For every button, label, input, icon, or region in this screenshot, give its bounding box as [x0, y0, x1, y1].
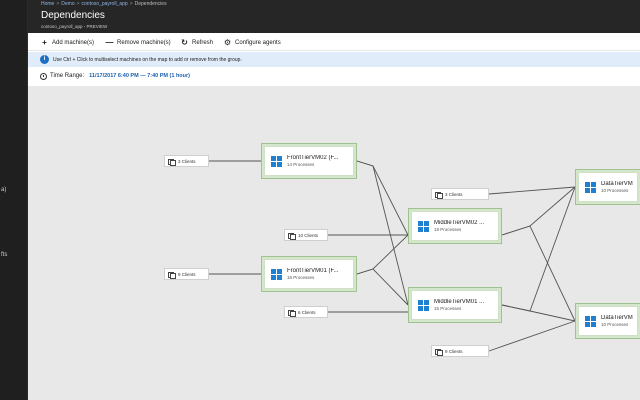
- refresh-label: Refresh: [192, 39, 214, 46]
- process-count: 18 Processes: [434, 227, 462, 232]
- machine-name: FrontTierVM02 (F...: [287, 155, 339, 161]
- time-range: Time Range: 11/17/2017 6:40 PM — 7:40 PM…: [28, 70, 640, 82]
- process-count: 15 Processes: [434, 306, 462, 311]
- clients-badge[interactable]: 9 Clients: [431, 345, 489, 357]
- machine-node-body: DataTierVM 10 Processes: [578, 172, 638, 202]
- clients-icon: [288, 232, 296, 240]
- windows-icon: [585, 181, 596, 193]
- clients-badge[interactable]: 9 Clients: [164, 268, 209, 280]
- breadcrumb-item[interactable]: Demo: [61, 1, 75, 7]
- breadcrumb-separator: >: [76, 1, 80, 7]
- machine-name: DataTierVM: [601, 315, 633, 321]
- configure-agents-button[interactable]: ⚙ Configure agents: [223, 37, 281, 48]
- add-machines-button[interactable]: + Add machine(s): [40, 37, 94, 48]
- machine-node-body: FrontTierVM01 (F... 15 Processes: [264, 259, 354, 289]
- machine-node-frontier-vm01[interactable]: FrontTierVM01 (F... 15 Processes: [261, 256, 357, 292]
- clock-icon: [40, 72, 47, 80]
- refresh-icon: ↻: [181, 38, 188, 47]
- machine-node-datatier-vm-upper[interactable]: DataTierVM 10 Processes: [575, 169, 640, 205]
- machine-node-middletier-vm01[interactable]: MiddleTierVM01 ... 15 Processes: [408, 287, 502, 323]
- configure-agents-label: Configure agents: [235, 39, 281, 46]
- dependency-map[interactable]: 3 Clients 10 Clients 9 Clients 6 Clients…: [28, 86, 640, 400]
- process-count: 14 Processes: [287, 162, 315, 167]
- clients-count: 6 Clients: [298, 309, 316, 315]
- refresh-button[interactable]: ↻ Refresh: [180, 37, 213, 48]
- left-nav-fragment[interactable]: fts: [1, 252, 8, 258]
- machine-node-datatier-vm-lower[interactable]: DataTierVM 10 Processes: [575, 303, 640, 339]
- machine-node-body: DataTierVM 10 Processes: [578, 306, 638, 336]
- machine-node-frontier-vm02[interactable]: FrontTierVM02 (F... 14 Processes: [261, 143, 357, 179]
- minus-icon: —: [105, 38, 114, 47]
- time-range-picker[interactable]: 11/17/2017 6:40 PM — 7:40 PM (1 hour): [89, 73, 191, 79]
- windows-icon: [271, 155, 282, 167]
- breadcrumb-item[interactable]: contoso_payroll_app: [81, 1, 128, 7]
- plus-icon: +: [42, 38, 47, 47]
- breadcrumb-separator: >: [56, 1, 60, 7]
- machine-name: FrontTierVM01 (F...: [287, 268, 339, 274]
- clients-count: 10 Clients: [298, 232, 319, 238]
- clients-badge[interactable]: 6 Clients: [284, 306, 328, 318]
- breadcrumb: Home>Demo>contoso_payroll_app>Dependenci…: [41, 1, 167, 7]
- process-count: 10 Processes: [601, 188, 629, 193]
- machine-node-body: MiddleTierVM01 ... 15 Processes: [411, 290, 499, 320]
- machine-node-body: FrontTierVM02 (F... 14 Processes: [264, 146, 354, 176]
- clients-icon: [288, 309, 296, 317]
- info-icon: i: [40, 55, 49, 64]
- machine-node-body: MiddleTierVM02 ... 18 Processes: [411, 211, 499, 241]
- windows-icon: [418, 220, 429, 232]
- machine-name: DataTierVM: [601, 181, 633, 187]
- remove-machines-button[interactable]: — Remove machine(s): [105, 37, 171, 48]
- clients-badge[interactable]: 3 Clients: [164, 155, 209, 167]
- page-subtitle: contoso_payroll_app - PREVIEW: [41, 24, 108, 29]
- machine-name: MiddleTierVM02 ...: [434, 220, 485, 226]
- clients-count: 9 Clients: [178, 271, 196, 277]
- breadcrumb-separator: >: [129, 1, 133, 7]
- clients-count: 3 Clients: [445, 191, 463, 197]
- clients-icon: [435, 348, 443, 356]
- clients-icon: [168, 271, 176, 279]
- time-range-label: Time Range:: [50, 73, 85, 79]
- breadcrumb-item[interactable]: Home: [41, 1, 55, 7]
- clients-count: 9 Clients: [445, 348, 463, 354]
- breadcrumb-current: Dependencies: [134, 1, 167, 7]
- left-nav-fragment[interactable]: a): [1, 187, 7, 193]
- clients-count: 3 Clients: [178, 158, 196, 164]
- page-title: Dependencies: [41, 10, 105, 21]
- info-text: Use Ctrl + Click to multiselect machines…: [53, 56, 242, 63]
- add-machines-label: Add machine(s): [52, 39, 95, 46]
- windows-icon: [271, 268, 282, 280]
- process-count: 15 Processes: [287, 275, 315, 280]
- process-count: 10 Processes: [601, 322, 629, 327]
- clients-badge[interactable]: 10 Clients: [284, 229, 328, 241]
- windows-icon: [418, 299, 429, 311]
- connection-lines: [209, 160, 576, 352]
- blade-header: Home>Demo>contoso_payroll_app>Dependenci…: [28, 0, 640, 33]
- machine-node-middletier-vm02[interactable]: MiddleTierVM02 ... 18 Processes: [408, 208, 502, 244]
- left-nav: a) fts: [0, 0, 28, 400]
- info-bar: i Use Ctrl + Click to multiselect machin…: [28, 52, 640, 67]
- content-area: + Add machine(s) — Remove machine(s) ↻ R…: [28, 33, 640, 400]
- machine-name: MiddleTierVM01 ...: [434, 299, 485, 305]
- toolbar: + Add machine(s) — Remove machine(s) ↻ R…: [28, 33, 640, 51]
- gear-icon: ⚙: [223, 38, 232, 47]
- clients-icon: [168, 158, 176, 166]
- remove-machines-label: Remove machine(s): [117, 39, 171, 46]
- clients-badge[interactable]: 3 Clients: [431, 188, 489, 200]
- clients-icon: [435, 191, 443, 199]
- windows-icon: [585, 315, 596, 327]
